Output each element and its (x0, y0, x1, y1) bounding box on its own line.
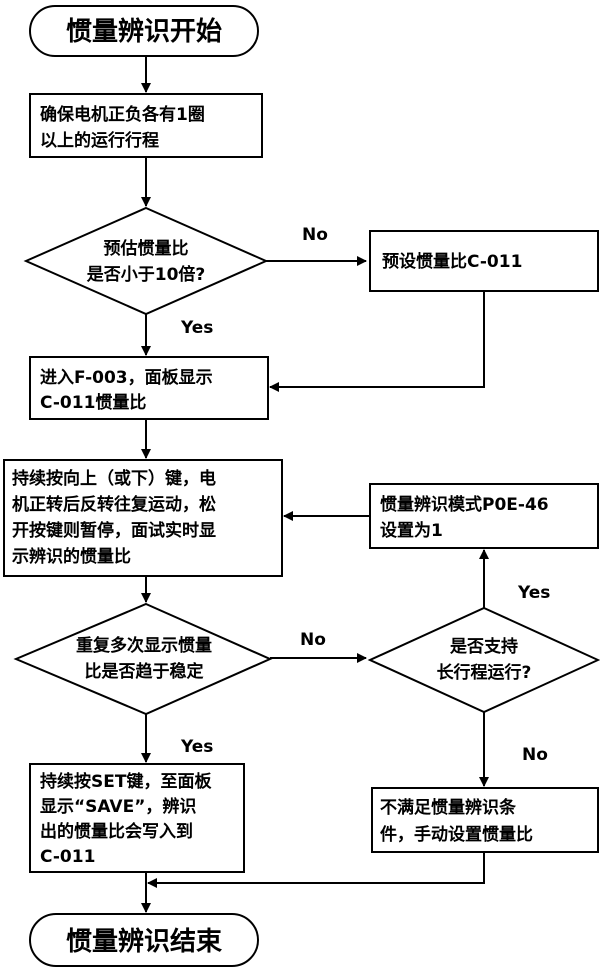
ensure-travel-line-2: 以上的运行行程 (40, 130, 159, 151)
set-mode-line-1: 惯量辨识模式P0E-46 (380, 494, 549, 515)
press-set-line-3: 出的惯量比会写入到 (40, 821, 193, 842)
press-set-node: 持续按SET键，至面板 显示“SAVE”，辨识 出的惯量比会写入到 C-011 (29, 763, 245, 873)
estimate-ratio-decision: 预估惯量比 是否小于10倍? (23, 206, 269, 316)
repeat-stable-decision: 重复多次显示惯量 比是否趋于稳定 (13, 602, 273, 716)
support-no-label: No (522, 745, 548, 765)
connectors (141, 56, 489, 913)
preset-ratio-label: 预设惯量比C-011 (382, 251, 522, 272)
connector-preset-to-enter (269, 291, 485, 392)
repeat-stable-line-1: 重复多次显示惯量 (76, 635, 212, 656)
manual-set-node: 不满足惯量辨识条 件，手动设置惯量比 (371, 787, 599, 853)
end-label: 惯量辨识结束 (66, 926, 223, 957)
hold-key-line-4: 示辨识的惯量比 (12, 546, 131, 567)
stable-no-label: No (300, 630, 326, 650)
hold-key-line-3: 开按键则暂停，面试实时显 (12, 520, 216, 541)
start-node: 惯量辨识开始 (29, 5, 259, 57)
branch-labels: No Yes No Yes Yes No (180, 225, 550, 765)
estimate-ratio-line-2: 是否小于10倍? (87, 264, 206, 285)
estimate-yes-label: Yes (180, 318, 213, 338)
support-long-line-2: 长行程运行? (437, 662, 532, 683)
ensure-travel-node: 确保电机正负各有1圈 以上的运行行程 (29, 93, 263, 158)
end-node: 惯量辨识结束 (29, 913, 259, 967)
set-mode-line-2: 设置为1 (380, 520, 443, 541)
estimate-no-label: No (302, 225, 328, 245)
set-mode-node: 惯量辨识模式P0E-46 设置为1 (369, 483, 599, 549)
enter-f003-node: 进入F-003，面板显示 C-011惯量比 (29, 356, 269, 420)
press-set-line-2: 显示“SAVE”，辨识 (40, 796, 196, 817)
repeat-stable-line-2: 比是否趋于稳定 (85, 661, 204, 682)
enter-f003-line-1: 进入F-003，面板显示 (40, 367, 213, 388)
support-long-line-1: 是否支持 (450, 636, 518, 657)
ensure-travel-line-1: 确保电机正负各有1圈 (40, 104, 205, 125)
start-label: 惯量辨识开始 (66, 17, 222, 47)
connector-manual-to-end (147, 852, 485, 888)
estimate-ratio-line-1: 预估惯量比 (104, 238, 189, 259)
hold-key-line-1: 持续按向上（或下）键，电 (12, 468, 216, 489)
manual-set-line-1: 不满足惯量辨识条 (380, 797, 517, 818)
hold-key-line-2: 机正转后反转往复运动，松 (12, 494, 216, 515)
press-set-line-4: C-011 (40, 847, 95, 867)
enter-f003-line-2: C-011惯量比 (40, 392, 146, 413)
manual-set-line-2: 件，手动设置惯量比 (380, 824, 533, 845)
hold-key-node: 持续按向上（或下）键，电 机正转后反转往复运动，松 开按键则暂停，面试实时显 示… (3, 459, 283, 577)
support-long-decision: 是否支持 长行程运行? (367, 606, 600, 714)
stable-yes-label: Yes (180, 737, 213, 757)
press-set-line-1: 持续按SET键，至面板 (40, 771, 212, 792)
support-yes-label: Yes (517, 583, 550, 603)
preset-ratio-node: 预设惯量比C-011 (369, 230, 599, 292)
